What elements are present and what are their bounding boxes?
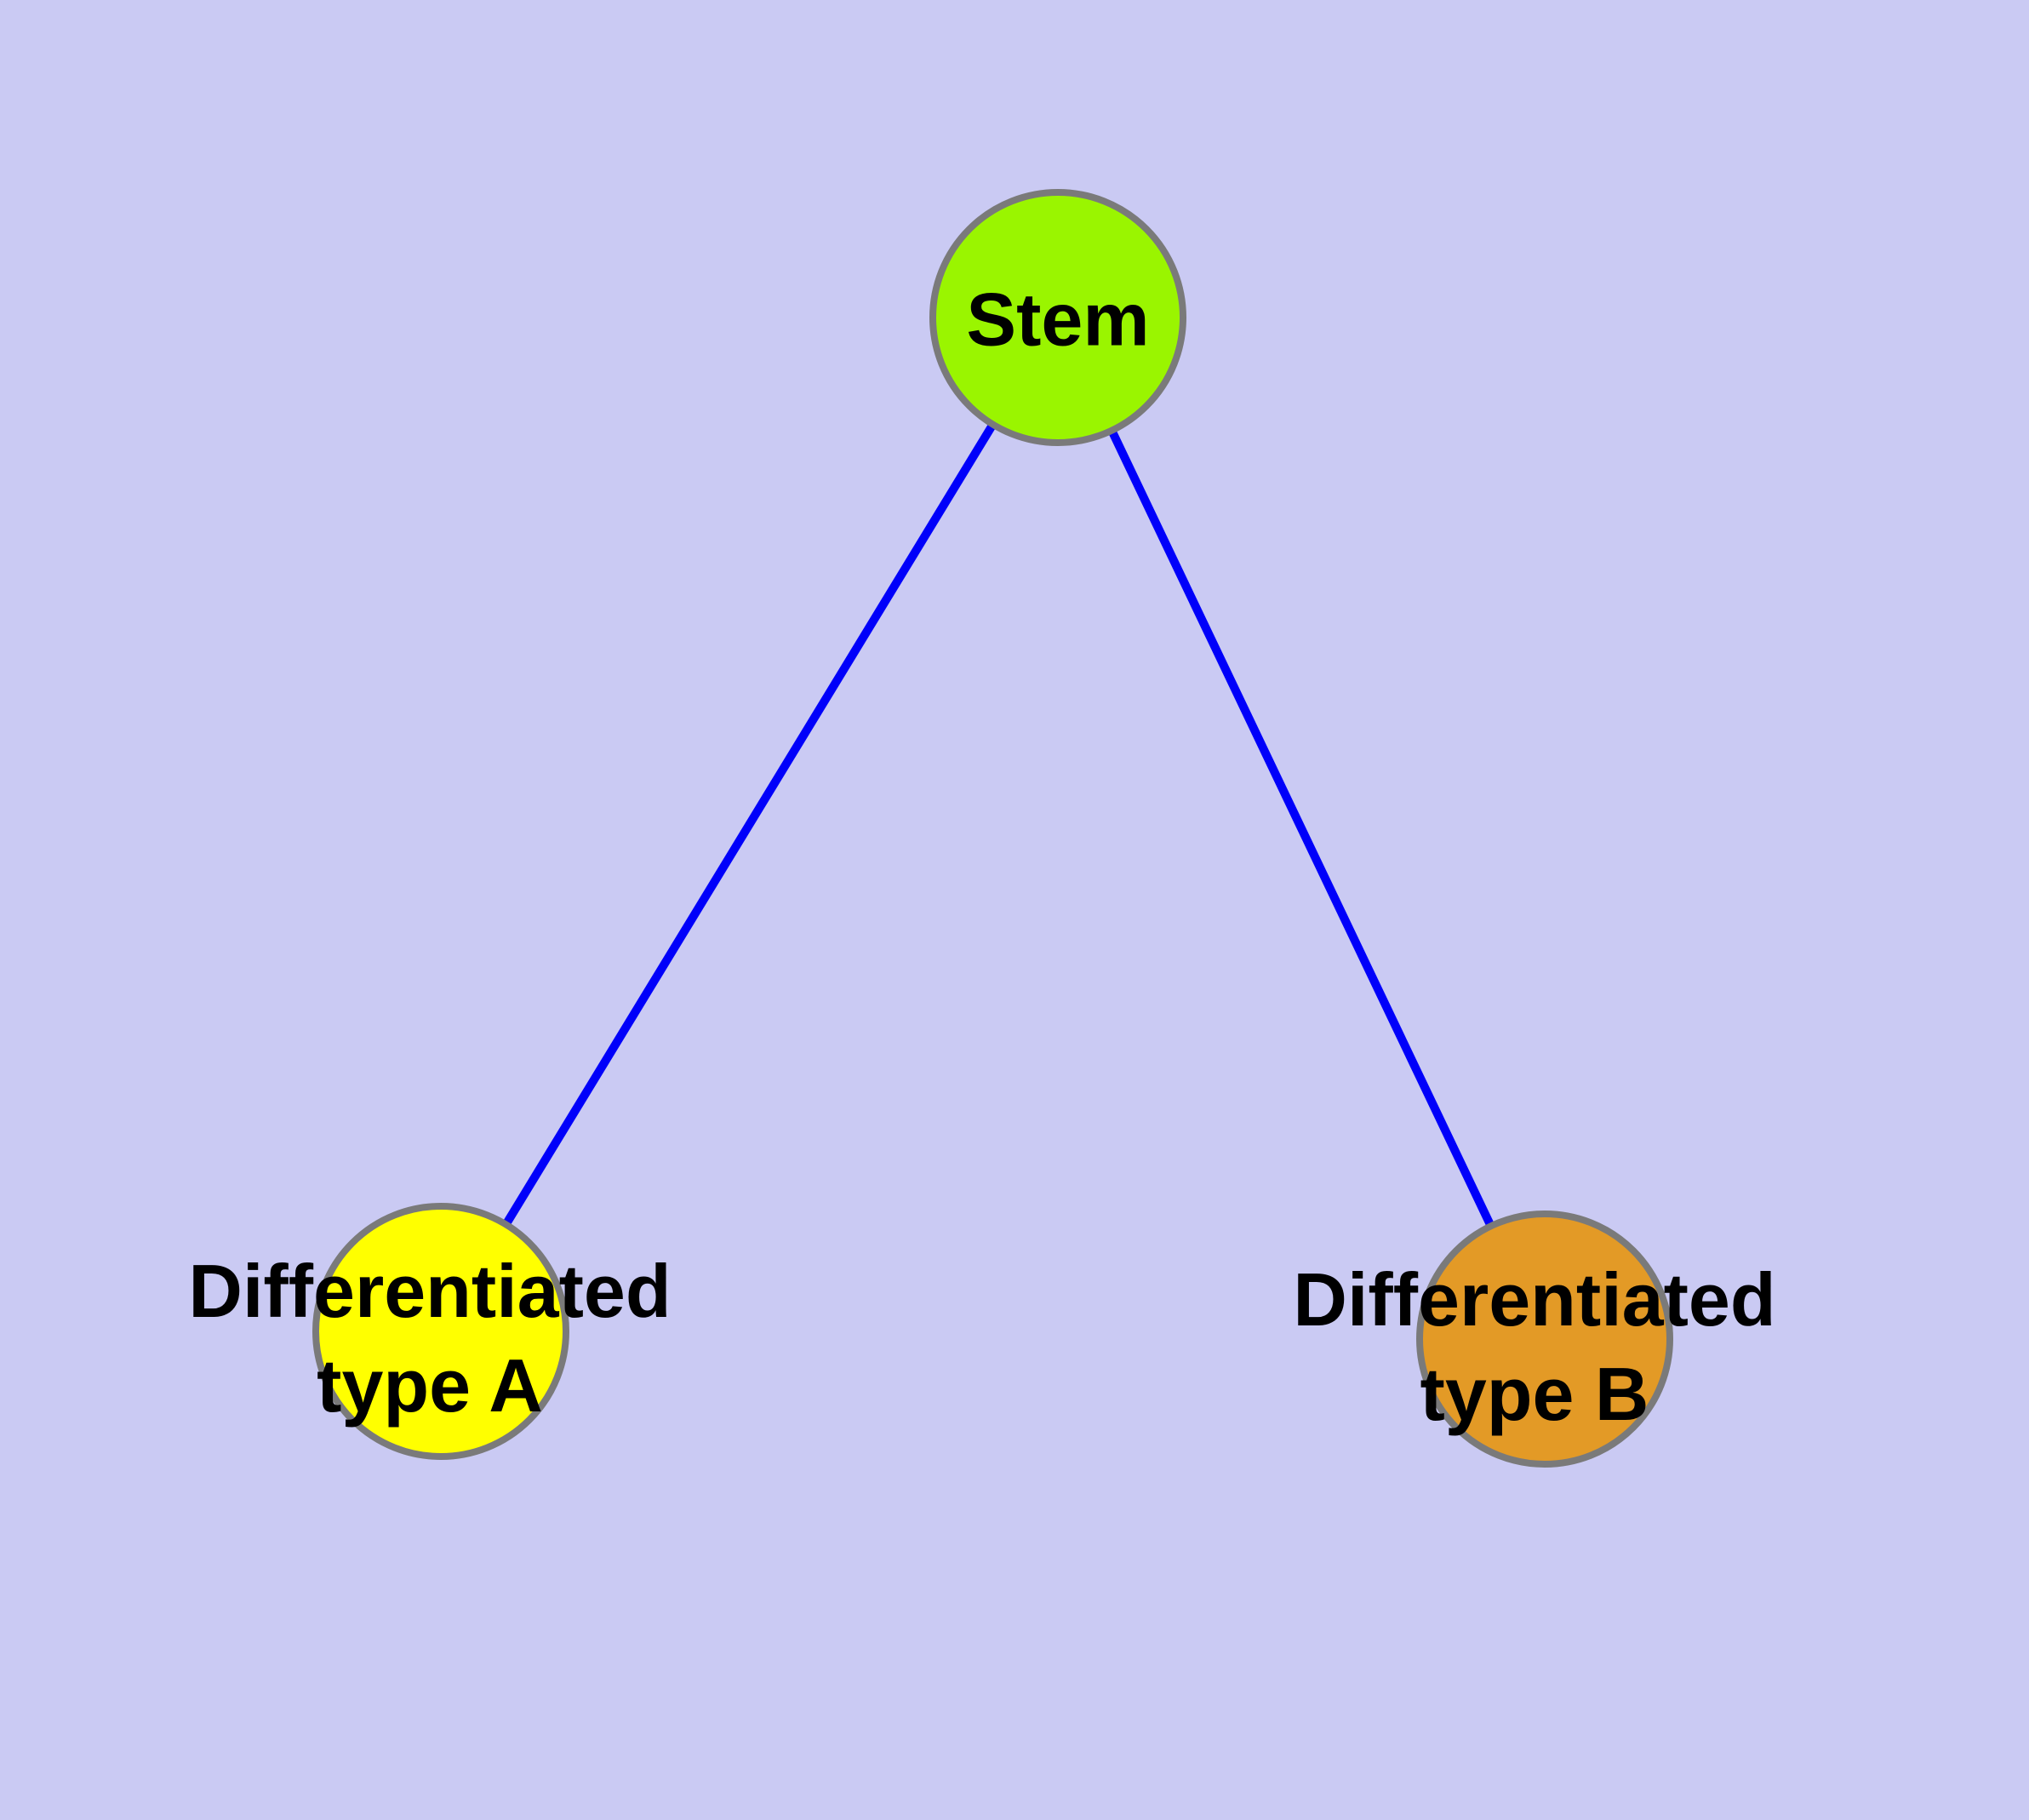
differentiated-type-b-node-circle xyxy=(1416,1210,1673,1468)
edge-stem-to-type-b xyxy=(1054,315,1549,1342)
edge-stem-to-type-a xyxy=(437,315,1062,1334)
stem-node-circle xyxy=(929,189,1186,446)
differentiated-type-a-node-circle xyxy=(312,1203,569,1460)
